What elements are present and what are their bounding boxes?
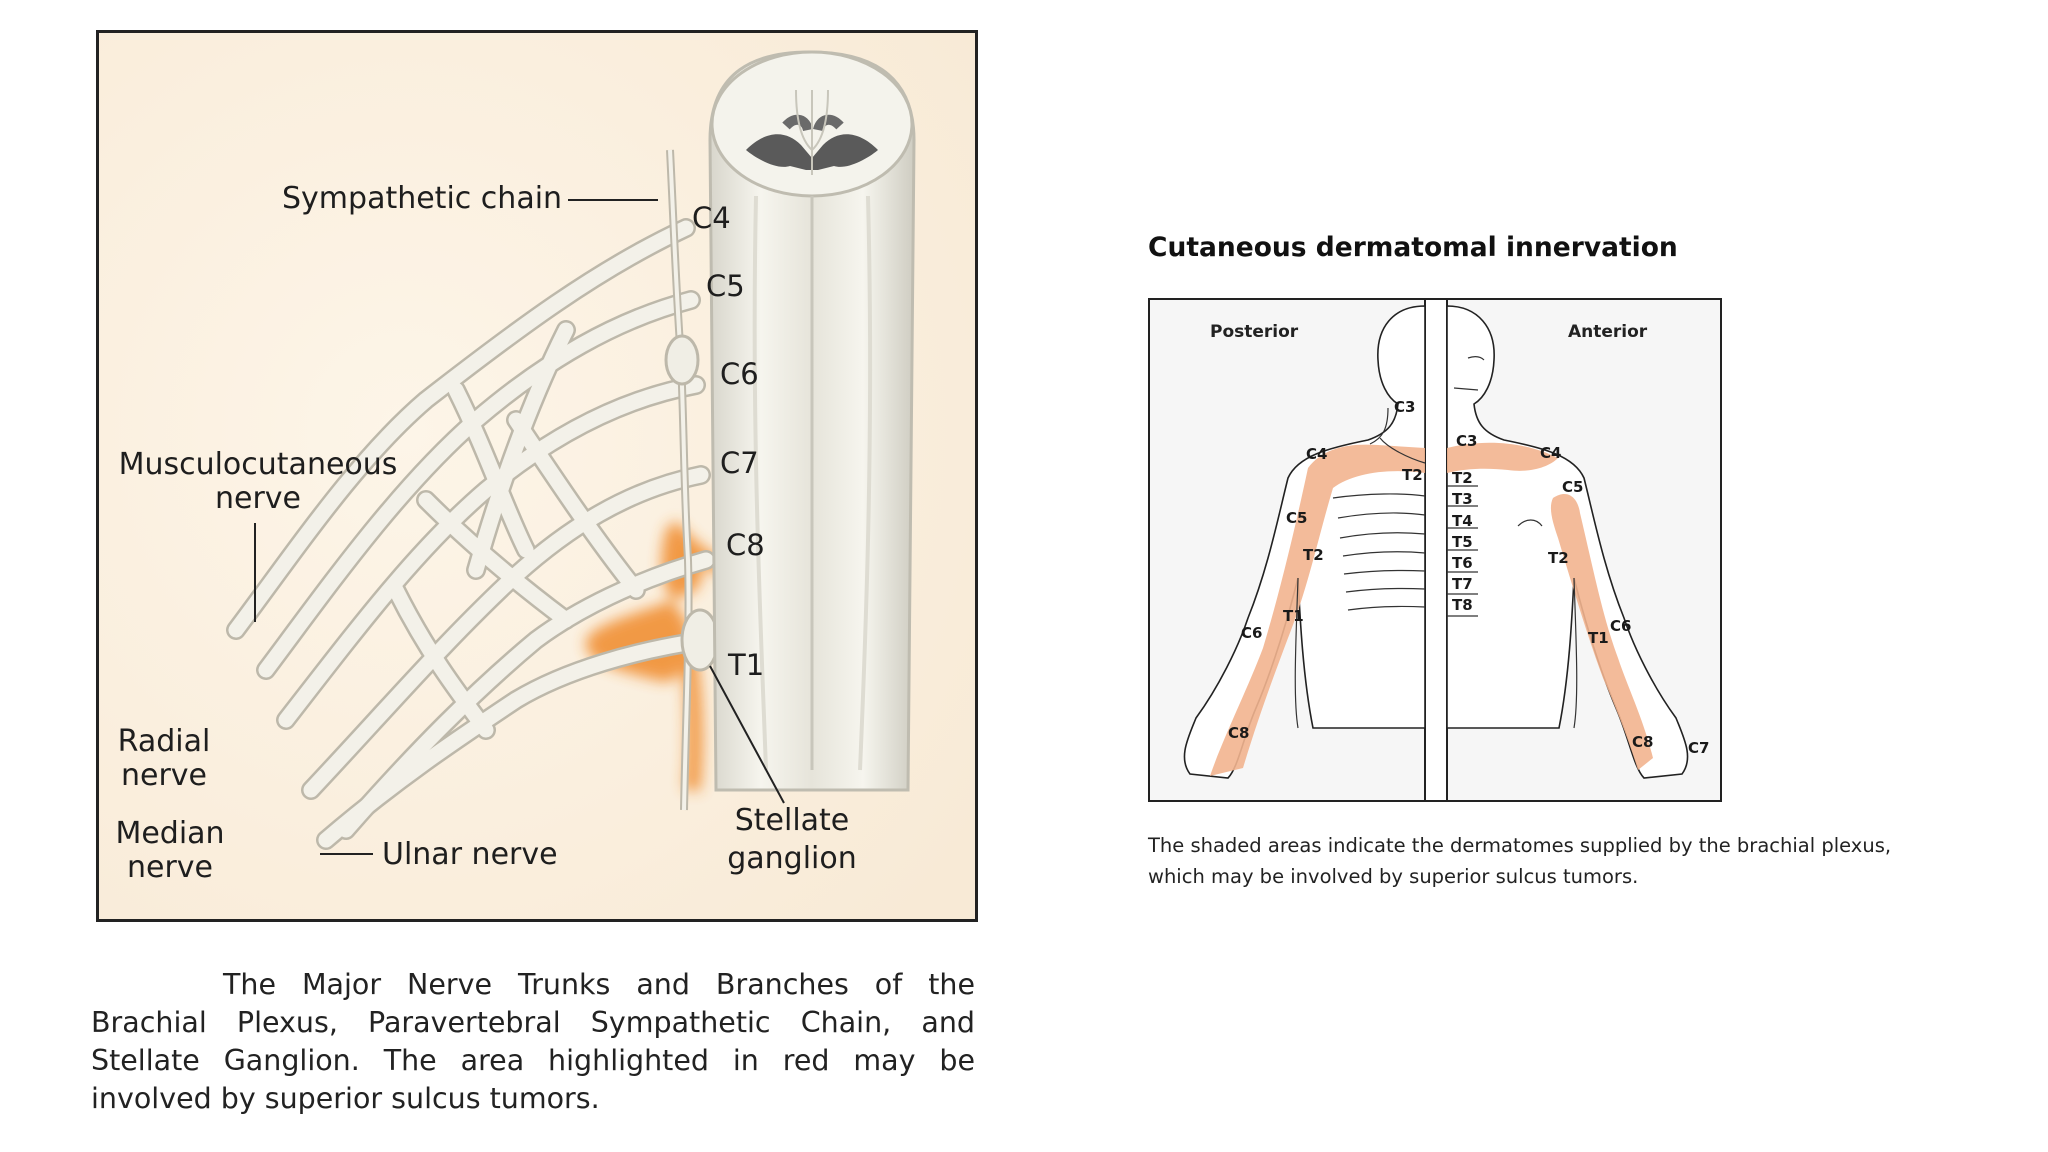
spinal-cord bbox=[708, 50, 916, 792]
anterior-level-c6: C6 bbox=[1610, 617, 1631, 635]
brachial-plexus-figure: C4 C5 C6 C7 C8 T1 Sympathetic chain Musc… bbox=[96, 30, 978, 922]
level-label-t1: T1 bbox=[727, 648, 764, 682]
posterior-level-c8: C8 bbox=[1228, 724, 1249, 742]
nerve-trunks bbox=[226, 218, 716, 850]
anterior-level-t7: T7 bbox=[1452, 575, 1473, 593]
level-label-c8: C8 bbox=[726, 528, 765, 562]
posterior-view: Posterior C3 C4 T2 C5 T2 T1 C6 C8 bbox=[1183, 305, 1426, 779]
musculocutaneous-label-line2: nerve bbox=[215, 481, 301, 516]
anterior-level-t1: T1 bbox=[1588, 629, 1609, 647]
posterior-shaded-dermatome bbox=[1210, 444, 1425, 776]
dermatome-figure: Posterior C3 C4 T2 C5 T2 T1 C6 C8 bbox=[1148, 298, 1722, 802]
posterior-level-c5: C5 bbox=[1286, 509, 1307, 527]
anterior-shaded-dermatome bbox=[1447, 442, 1558, 473]
posterior-level-t2: T2 bbox=[1402, 466, 1423, 484]
level-label-c7: C7 bbox=[720, 446, 759, 480]
anterior-heading: Anterior bbox=[1568, 322, 1648, 342]
level-label-c5: C5 bbox=[706, 269, 745, 303]
cervical-level-labels: C4 C5 C6 C7 C8 T1 bbox=[692, 201, 765, 682]
level-label-c6: C6 bbox=[720, 357, 759, 391]
posterior-heading: Posterior bbox=[1210, 322, 1299, 342]
radial-nerve-label-line2: nerve bbox=[121, 758, 207, 793]
anterior-level-t4: T4 bbox=[1452, 512, 1473, 530]
median-nerve-label-line2: nerve bbox=[127, 850, 213, 885]
dermatome-caption: The shaded areas indicate the dermatomes… bbox=[1148, 834, 1892, 888]
sympathetic-chain bbox=[664, 149, 720, 811]
radial-nerve-label-line1: Radial bbox=[118, 724, 211, 759]
posterior-level-c3: C3 bbox=[1394, 398, 1415, 416]
posterior-level-c4: C4 bbox=[1306, 445, 1327, 463]
dermatome-title: Cutaneous dermatomal innervation bbox=[1148, 232, 1678, 263]
posterior-level-t2-arm: T2 bbox=[1303, 546, 1324, 564]
anterior-level-t3: T3 bbox=[1452, 490, 1473, 508]
anterior-level-t2-arm: T2 bbox=[1548, 549, 1569, 567]
anterior-level-c5: C5 bbox=[1562, 478, 1583, 496]
stellate-ganglion-label-line2: ganglion bbox=[727, 841, 857, 876]
divider-strip bbox=[1424, 298, 1448, 802]
posterior-level-c6: C6 bbox=[1241, 624, 1262, 642]
leader-lines bbox=[254, 199, 785, 855]
ulnar-nerve-label: Ulnar nerve bbox=[382, 837, 558, 872]
anterior-level-c7: C7 bbox=[1688, 739, 1709, 757]
plexus-figure-caption: The Major Nerve Trunks and Branches of t… bbox=[91, 968, 975, 1115]
musculocutaneous-label-line1: Musculocutaneous bbox=[119, 447, 398, 482]
sympathetic-chain-label: Sympathetic chain bbox=[282, 181, 562, 216]
posterior-level-t1: T1 bbox=[1283, 607, 1304, 625]
anterior-level-t2: T2 bbox=[1452, 469, 1473, 487]
anterior-level-t8: T8 bbox=[1452, 596, 1473, 614]
anterior-level-t5: T5 bbox=[1452, 533, 1473, 551]
level-label-c4: C4 bbox=[692, 201, 731, 235]
stellate-ganglion-label-line1: Stellate bbox=[735, 803, 850, 838]
anterior-level-c3: C3 bbox=[1456, 432, 1477, 450]
anterior-shaded-arm bbox=[1550, 493, 1653, 770]
stellate-ganglion-shape bbox=[680, 608, 720, 672]
anterior-view: Anterior C3 C4 T2 T3 C5 T4 T5 T6 T7 T8 T… bbox=[1446, 305, 1709, 779]
anterior-level-c8: C8 bbox=[1632, 733, 1653, 751]
anterior-level-c4: C4 bbox=[1540, 444, 1561, 462]
median-nerve-label-line1: Median bbox=[115, 816, 224, 851]
anterior-level-t6: T6 bbox=[1452, 554, 1473, 572]
